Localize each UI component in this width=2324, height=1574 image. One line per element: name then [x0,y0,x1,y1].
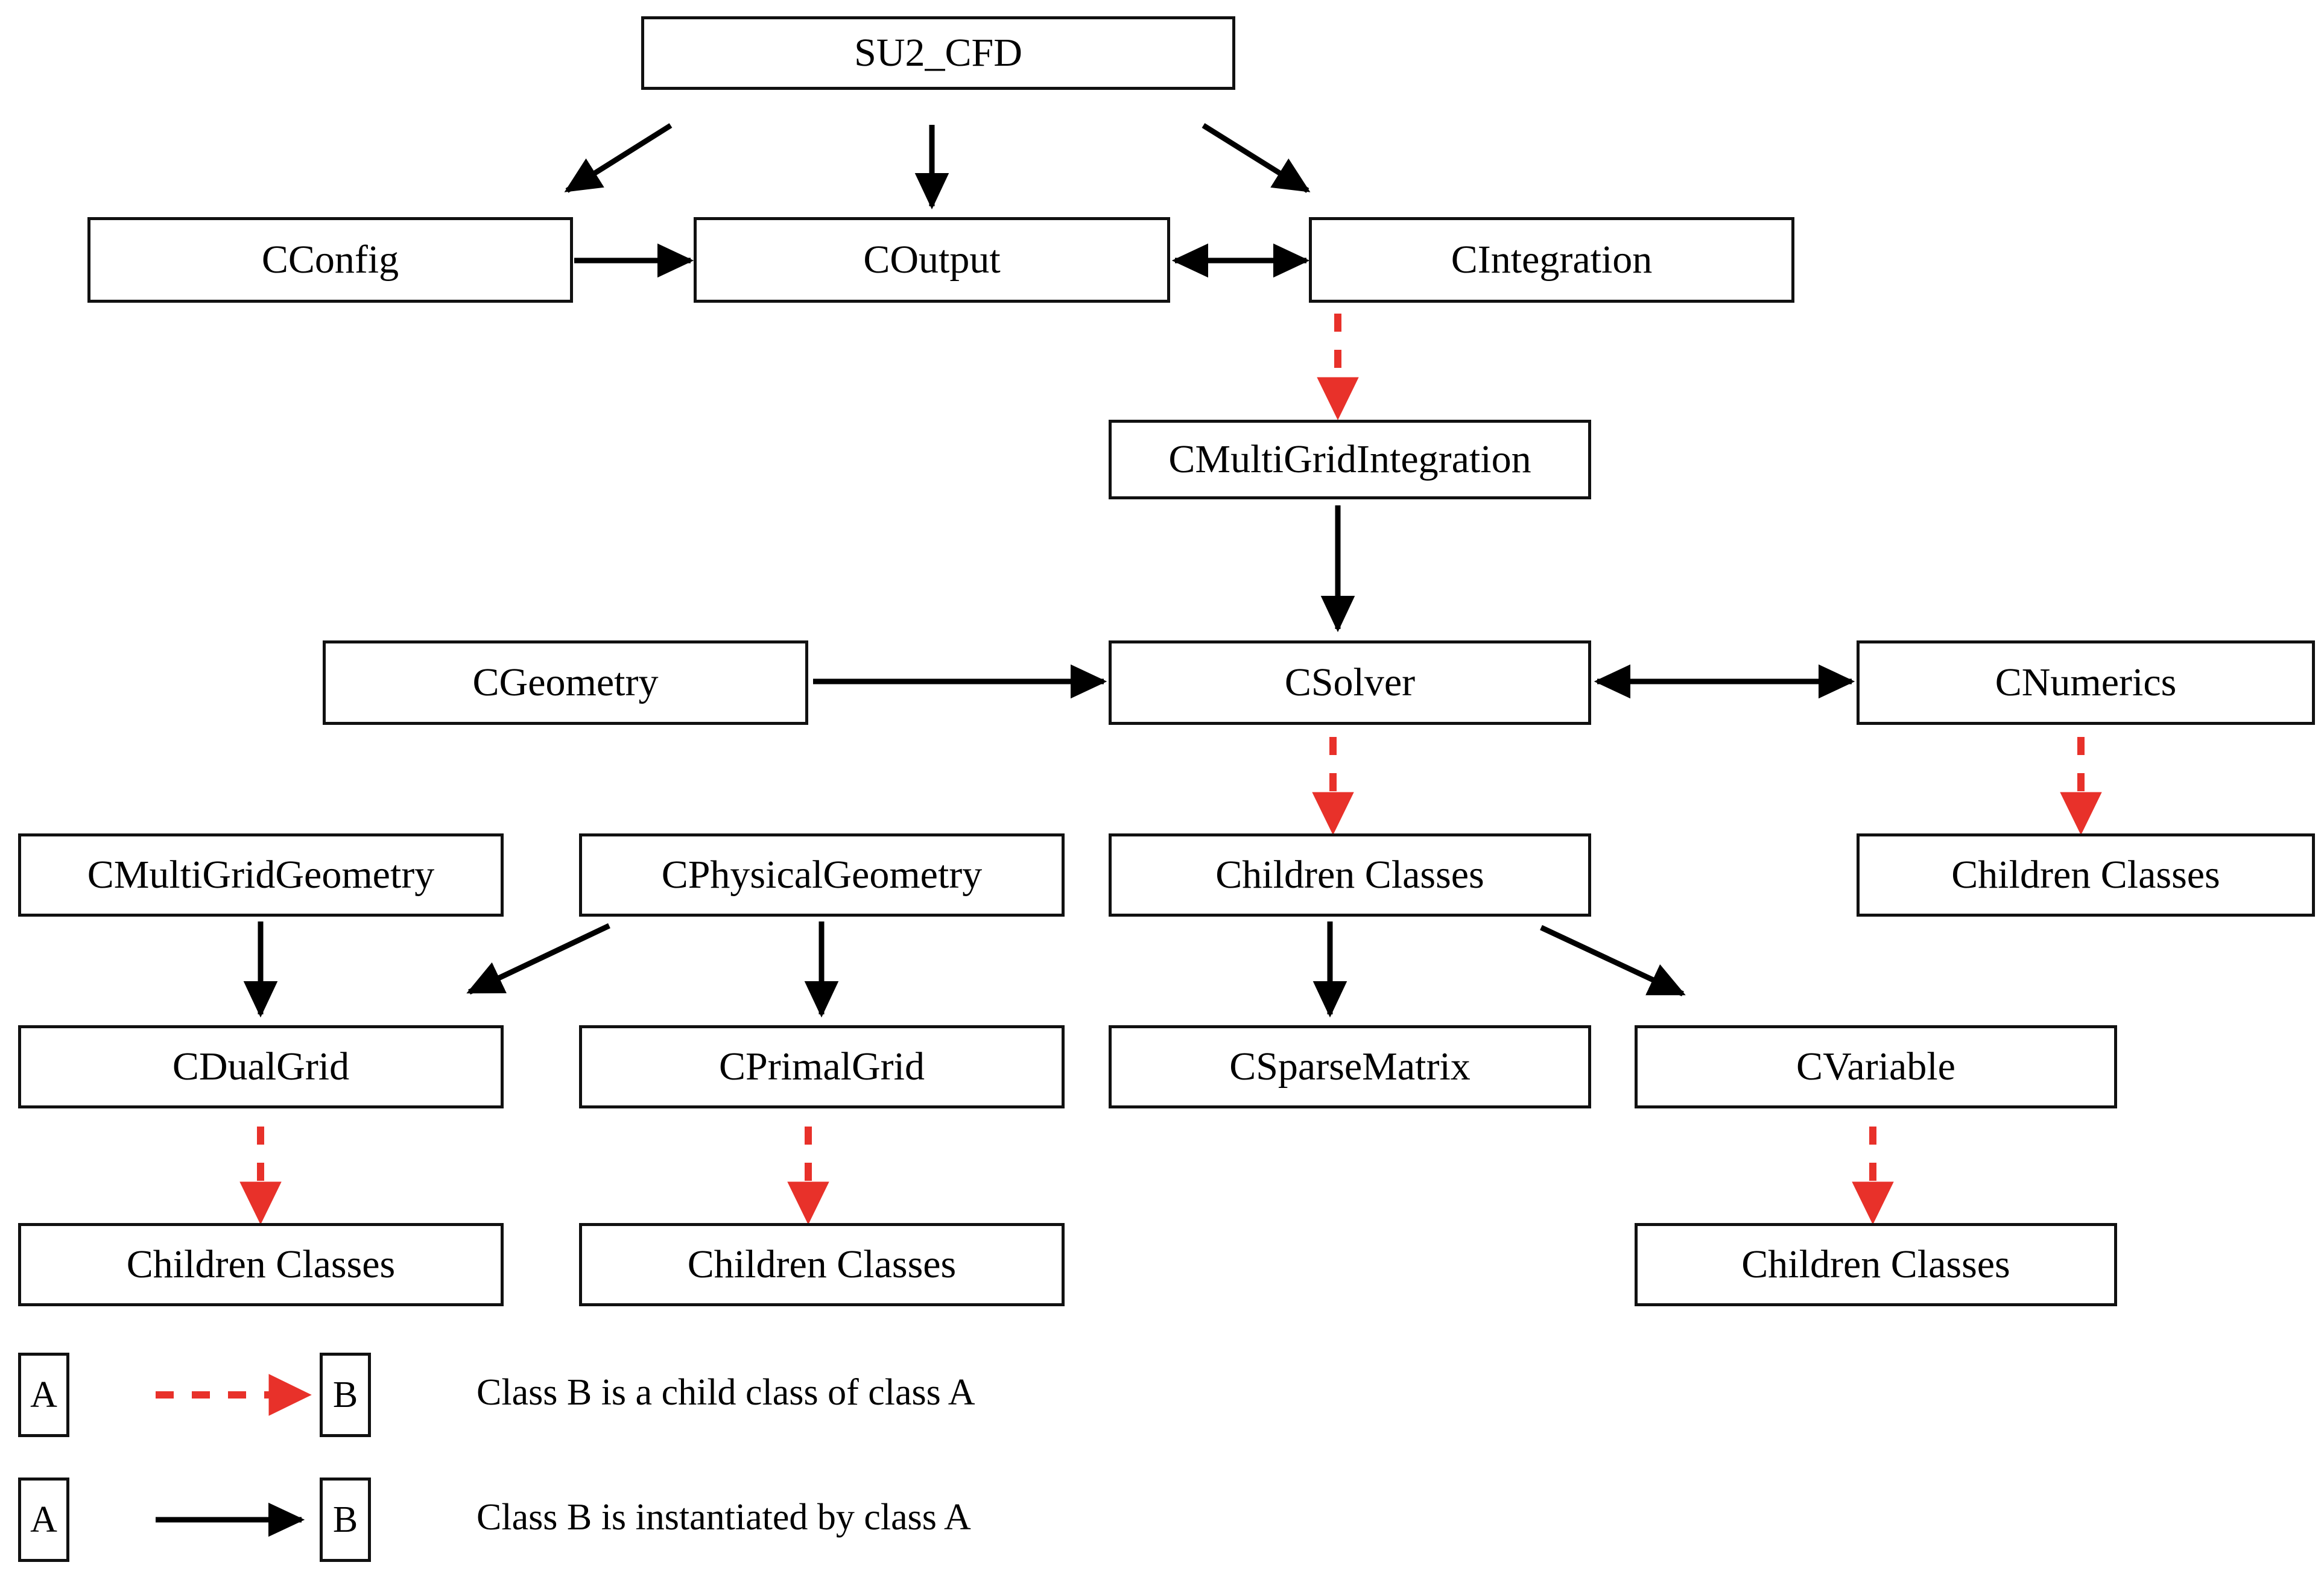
node-label: CVariable [1796,1045,1955,1089]
node-label: Children Classes [126,1242,396,1286]
node-cmultigridgeometry[interactable]: CMultiGridGeometry [18,833,504,917]
node-cnumerics[interactable]: CNumerics [1857,640,2315,725]
node-label: CIntegration [1451,238,1653,282]
node-label: CConfig [261,238,399,282]
edge-cphysicalgeometry-to-cdualgrid [466,923,610,995]
legend-box-label: B [332,1499,358,1540]
node-label: CDualGrid [172,1045,350,1089]
edge-su2cfd-to-cconfig [564,123,673,193]
node-label: CPhysicalGeometry [661,853,983,897]
legend-box-label: A [30,1499,57,1540]
node-label: SU2_CFD [854,31,1022,75]
node-label: CNumerics [1995,660,2177,704]
legend-child-description: Class B is a child class of class A [477,1372,975,1413]
node-su2-cfd[interactable]: SU2_CFD [641,16,1235,90]
node-cdualgrid[interactable]: CDualGrid [18,1025,504,1108]
node-label: Children Classes [1215,853,1484,897]
node-cgeometry[interactable]: CGeometry [323,640,808,725]
node-label: CMultiGridGeometry [87,853,435,897]
node-cprimalgrid[interactable]: CPrimalGrid [579,1025,1065,1108]
node-children-classes-primalgrid[interactable]: Children Classes [579,1223,1065,1306]
node-cphysicalgeometry[interactable]: CPhysicalGeometry [579,833,1065,917]
node-label: CGeometry [472,660,659,704]
edge-su2cfd-to-cintegration [1202,123,1311,193]
node-cintegration[interactable]: CIntegration [1309,217,1794,303]
node-cconfig[interactable]: CConfig [87,217,573,303]
node-label: CSparseMatrix [1229,1045,1471,1089]
node-children-classes-solver[interactable]: Children Classes [1109,833,1591,917]
legend-instantiate-box-a: A [18,1478,69,1562]
legend-box-label: B [332,1374,358,1415]
legend-instantiate-description: Class B is instantiated by class A [477,1497,971,1538]
node-children-classes-variable[interactable]: Children Classes [1635,1223,2117,1306]
node-csparsematrix[interactable]: CSparseMatrix [1109,1025,1591,1108]
node-cvariable[interactable]: CVariable [1635,1025,2117,1108]
node-label: COutput [863,238,1001,282]
node-coutput[interactable]: COutput [694,217,1170,303]
legend-instantiate-box-b: B [320,1478,371,1562]
legend-child-box-b: B [320,1353,371,1437]
node-cmultigridintegration[interactable]: CMultiGridIntegration [1109,420,1591,499]
node-children-classes-numerics[interactable]: Children Classes [1857,833,2315,917]
node-label: CMultiGridIntegration [1168,437,1531,481]
node-label: CSolver [1284,660,1416,704]
node-label: Children Classes [1741,1242,2010,1286]
node-label: Children Classes [687,1242,957,1286]
edge-childrensolver-to-cvariable [1540,924,1686,997]
node-csolver[interactable]: CSolver [1109,640,1591,725]
node-label: CPrimalGrid [719,1045,925,1089]
node-label: Children Classes [1951,853,2220,897]
node-children-classes-dualgrid[interactable]: Children Classes [18,1223,504,1306]
legend-child-box-a: A [18,1353,69,1437]
legend-box-label: A [30,1374,57,1415]
